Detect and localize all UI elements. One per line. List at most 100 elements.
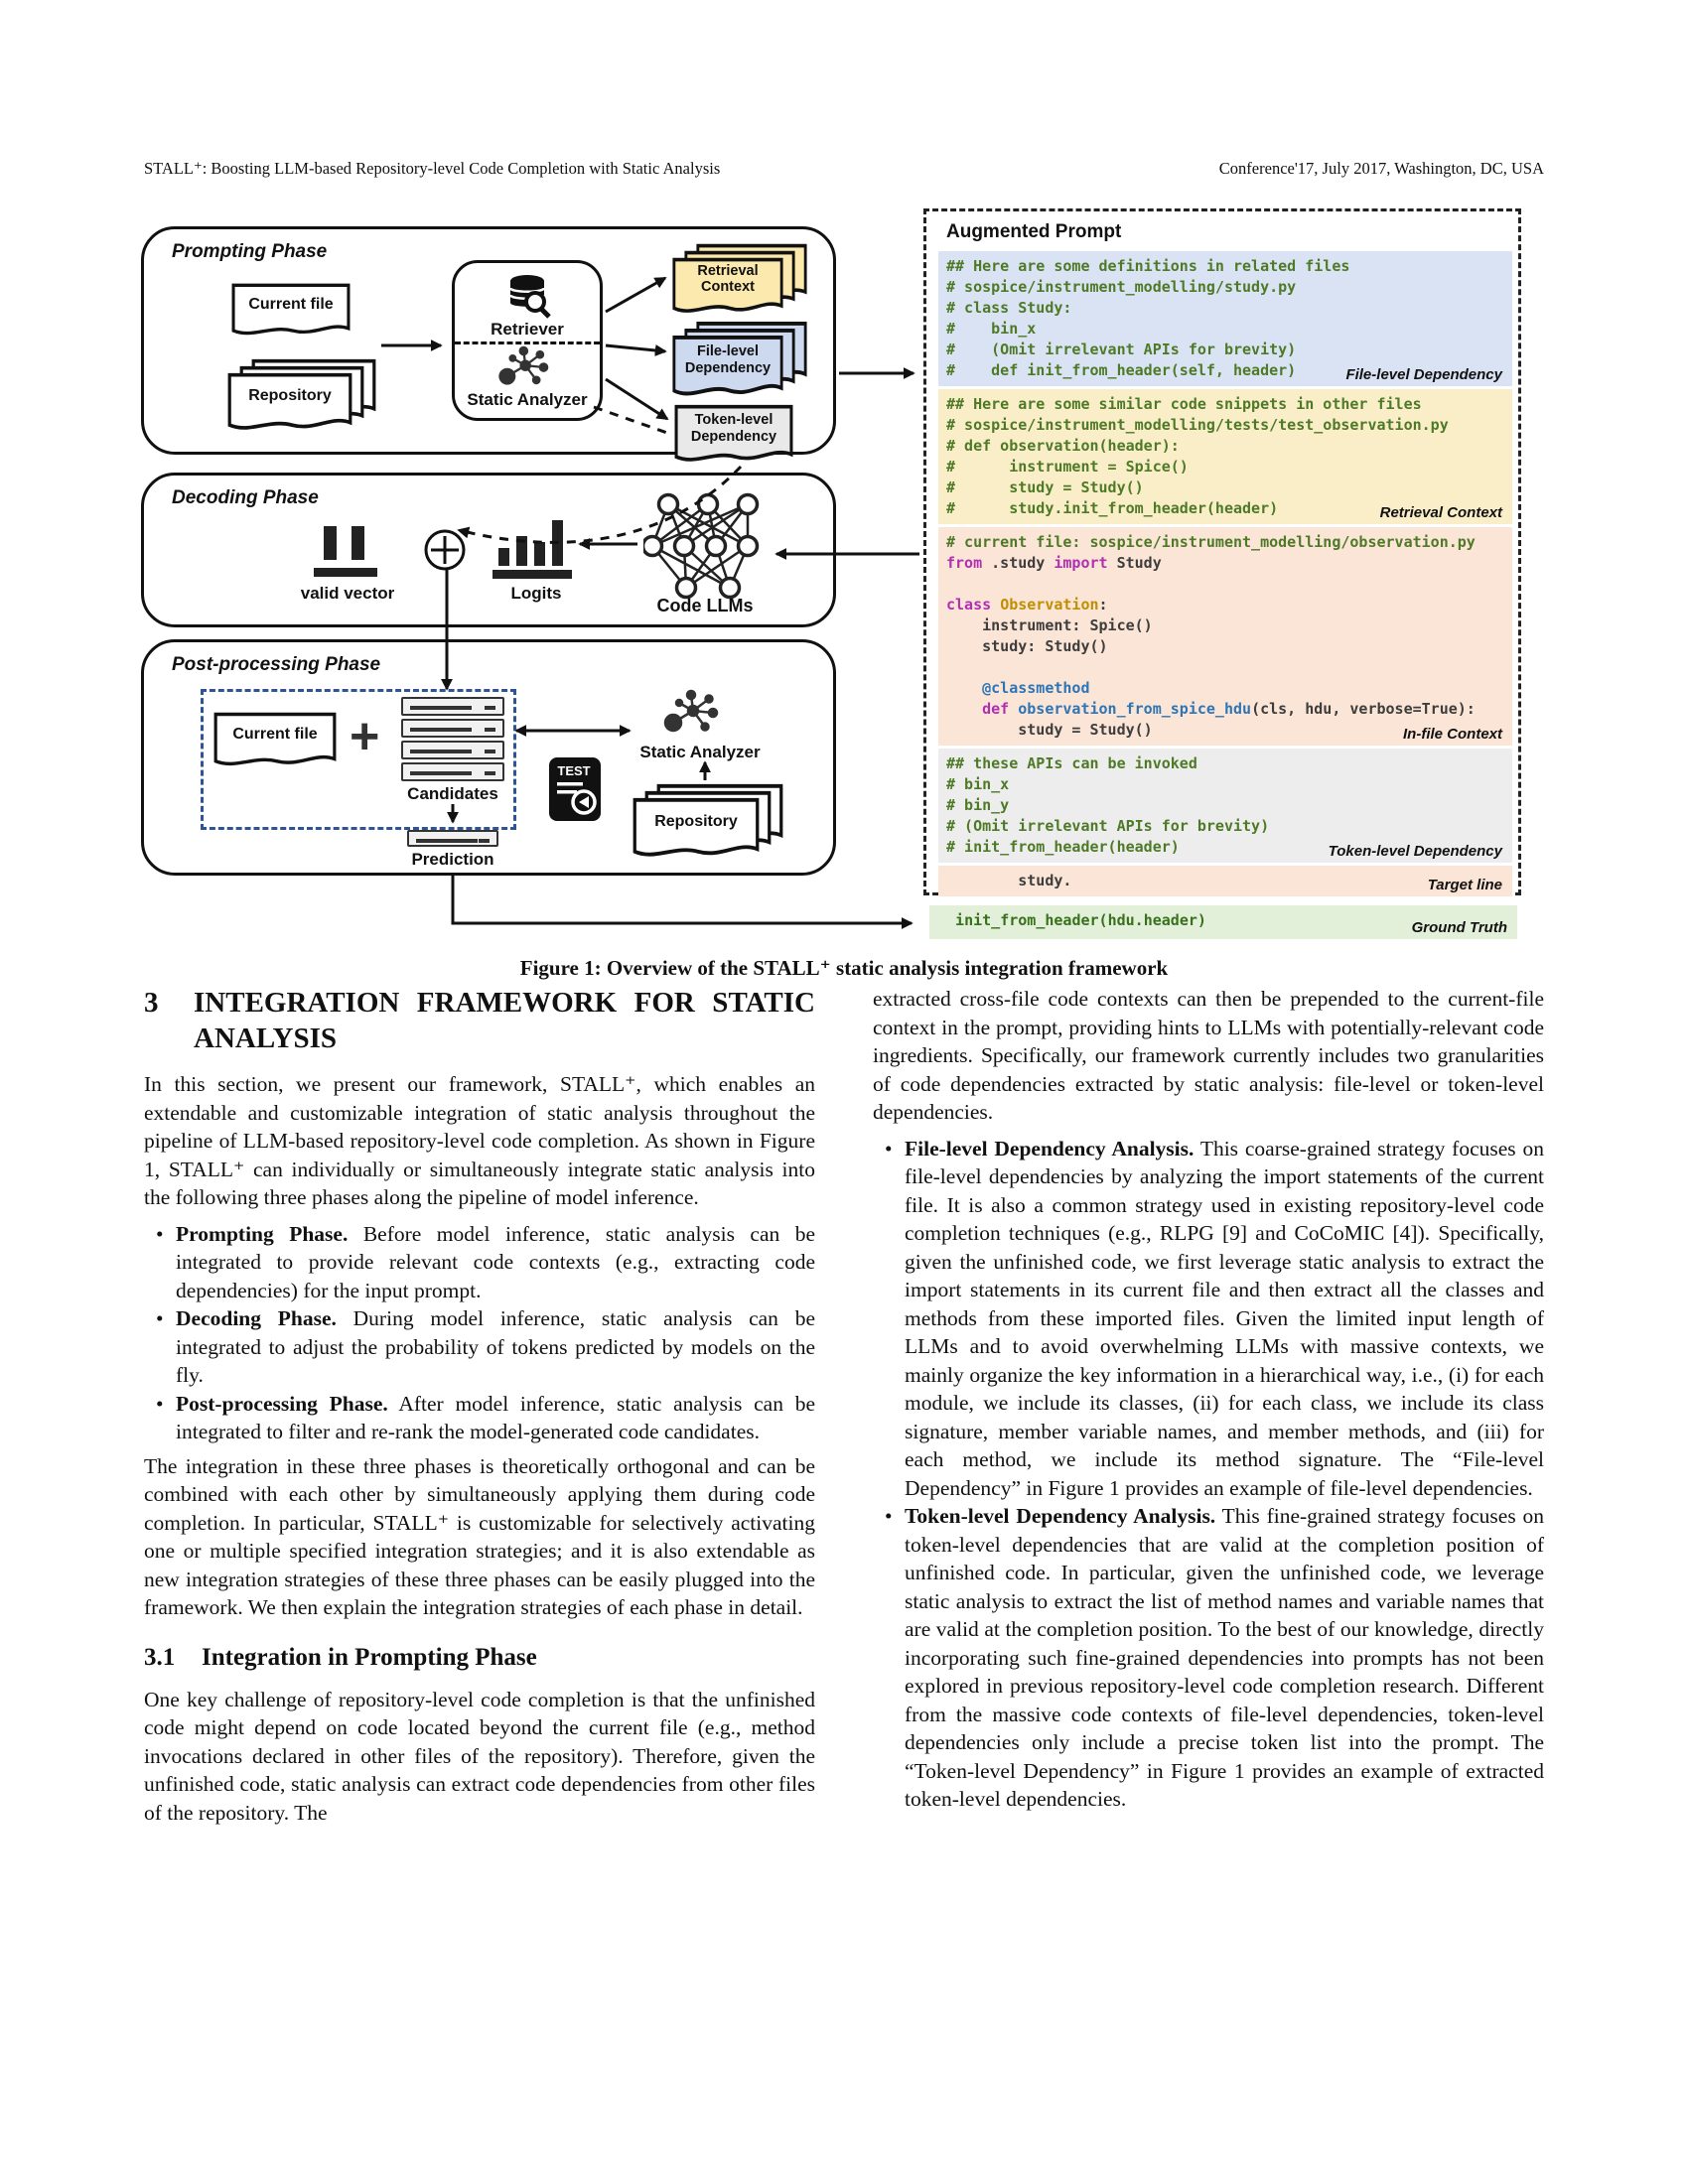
figure-1: Prompting Phase Current file Repository … (0, 195, 1688, 955)
section-title: INTEGRATION FRAMEWORK FOR STATIC ANALYSI… (194, 987, 815, 1054)
code-line (946, 657, 1504, 678)
ground-truth-slot: init_from_header(hdu.header) Ground Truth (929, 905, 1517, 939)
code-line: ## Here are some definitions in related … (946, 257, 1350, 275)
current-file-plus-candidates-group (201, 689, 516, 830)
bullet-text: After model inference, static analysis c… (176, 1391, 815, 1444)
retrieval-context-node: Retrieval Context (671, 242, 808, 318)
divider (455, 341, 600, 344)
bullet-list: File-level Dependency Analysis. This coa… (873, 1135, 1544, 1814)
prediction-icon (407, 830, 498, 847)
augmented-prompt-title: Augmented Prompt (946, 221, 1122, 242)
file-level-dependency-node: File-level Dependency (671, 320, 808, 401)
paragraph: extracted cross-file code contexts can t… (873, 987, 1544, 1124)
code-line (946, 574, 1504, 595)
candidate-row (401, 741, 504, 759)
prompt-block-target-line: study. Target line (938, 866, 1512, 896)
block-tag: Token-level Dependency (1328, 843, 1502, 860)
block-tag: Ground Truth (1411, 919, 1507, 936)
bullet-text: During model inference, static analysis … (176, 1306, 815, 1387)
current-file-label: Current file (248, 296, 334, 313)
retriever-static-analyzer-box: Retriever Static Analyzer (452, 260, 603, 421)
code-llms-label: Code LLMs (656, 596, 754, 615)
bullet-title: File-level Dependency Analysis. (905, 1136, 1195, 1160)
code-line: # def init_from_header(self, header) (946, 361, 1297, 379)
block-tag: Retrieval Context (1379, 504, 1502, 521)
token-level-dependency-node: Token-level Dependency (673, 403, 794, 467)
oplus-icon (424, 529, 466, 571)
prompt-block-file-level: ## Here are some definitions in related … (938, 251, 1512, 386)
test-report-icon: TEST (549, 757, 601, 821)
augmented-prompt-panel: Augmented Prompt ## Here are some defini… (923, 208, 1521, 896)
plus-icon: + (350, 708, 380, 765)
file-level-dependency-label: File-level Dependency (684, 343, 772, 376)
prediction-row (407, 830, 498, 847)
code-line: class Observation: (946, 596, 1108, 614)
code-line: # bin_x (946, 775, 1010, 793)
code-line: # bin_x (946, 320, 1037, 338)
left-column: 3 INTEGRATION FRAMEWORK FOR STATIC ANALY… (144, 985, 815, 1829)
bullet-token-level-dependency: Token-level Dependency Analysis. This fi… (873, 1502, 1544, 1814)
test-label: TEST (557, 763, 590, 778)
code-line: # sospice/instrument_modelling/study.py (946, 278, 1297, 296)
static-analyzer-icon (498, 345, 549, 385)
logits-icon (492, 520, 572, 579)
code-line: init_from_header(hdu.header) (937, 911, 1206, 929)
repository-node-2: Repository (632, 782, 784, 862)
bullet-prompting-phase: Prompting Phase. Before model inference,… (144, 1220, 815, 1305)
bullet-title: Decoding Phase. (176, 1306, 337, 1330)
valid-vector-label: valid vector (300, 584, 395, 603)
static-analyzer-icon-2 (663, 689, 719, 733)
candidate-row (401, 719, 504, 738)
valid-vector-icon (314, 526, 377, 577)
right-column: extracted cross-file code contexts can t… (873, 985, 1544, 1820)
section-heading: 3 INTEGRATION FRAMEWORK FOR STATIC ANALY… (144, 985, 815, 1056)
bullet-title: Prompting Phase. (176, 1221, 349, 1246)
bullet-title: Token-level Dependency Analysis. (905, 1504, 1216, 1528)
prompt-block-ground-truth: init_from_header(hdu.header) Ground Truth (929, 905, 1517, 939)
prompting-phase-label: Prompting Phase (172, 241, 328, 262)
prompt-blocks: ## Here are some definitions in related … (938, 251, 1512, 896)
logits-label: Logits (510, 584, 562, 603)
figure-caption: Figure 1: Overview of the STALL⁺ static … (519, 956, 1169, 980)
prompt-block-in-file: # current file: sospice/instrument_model… (938, 527, 1512, 746)
bullet-list: Prompting Phase. Before model inference,… (144, 1220, 815, 1446)
static-analyzer-label-2: Static Analyzer (639, 743, 761, 761)
code-line: # (Omit irrelevant APIs for brevity) (946, 817, 1270, 835)
static-analyzer-label: Static Analyzer (467, 390, 588, 409)
code-line: ## these APIs can be invoked (946, 754, 1197, 772)
code-llms-icon (640, 490, 773, 602)
subsection-title: Integration in Prompting Phase (202, 1643, 537, 1671)
block-tag: Target line (1427, 877, 1502, 893)
running-header: STALL⁺: Boosting LLM-based Repository-le… (144, 159, 1544, 179)
repository-node: Repository (226, 357, 377, 435)
candidate-row (401, 697, 504, 716)
code-line: # bin_y (946, 796, 1010, 814)
retriever-label: Retriever (491, 320, 564, 340)
code-line: from .study import Study (946, 554, 1162, 572)
candidates-label: Candidates (407, 784, 498, 803)
bullet-text: This fine-grained strategy focuses on to… (905, 1504, 1544, 1811)
paragraph: The integration in these three phases is… (144, 1453, 815, 1620)
bullet-post-processing-phase: Post-processing Phase. After model infer… (144, 1390, 815, 1446)
decoding-phase-label: Decoding Phase (172, 487, 319, 508)
repository-label: Repository (248, 387, 332, 404)
bullet-title: Post-processing Phase. (176, 1391, 388, 1416)
block-tag: In-file Context (1403, 726, 1502, 743)
code-line: # current file: sospice/instrument_model… (946, 533, 1476, 551)
code-line: study = Study() (946, 721, 1153, 739)
prompt-block-retrieval: ## Here are some similar code snippets i… (938, 389, 1512, 524)
subsection-number: 3.1 (144, 1643, 176, 1671)
code-line: # sospice/instrument_modelling/tests/tes… (946, 416, 1449, 434)
code-line: study. (946, 872, 1072, 889)
section-number: 3 (144, 987, 159, 1019)
header-title: STALL⁺: Boosting LLM-based Repository-le… (144, 159, 721, 178)
bullet-decoding-phase: Decoding Phase. During model inference, … (144, 1304, 815, 1390)
code-line: # (Omit irrelevant APIs for brevity) (946, 341, 1297, 358)
retrieval-context-label: Retrieval Context (697, 263, 759, 295)
code-line: # class Study: (946, 299, 1072, 317)
code-line: @classmethod (946, 679, 1090, 697)
code-line: # instrument = Spice() (946, 458, 1189, 476)
code-line: study: Study() (946, 637, 1108, 655)
candidate-row (401, 762, 504, 781)
bullet-text: Before model inference, static analysis … (176, 1221, 816, 1302)
